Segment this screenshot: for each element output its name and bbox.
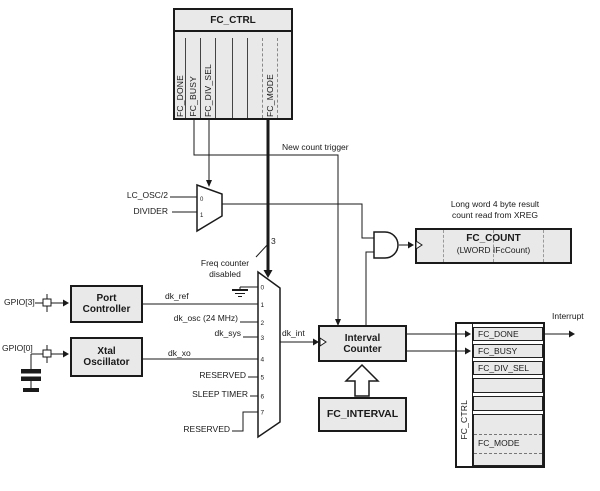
fc-ctrl-top-title: FC_CTRL: [175, 10, 291, 32]
fc-mode-divider-dashed: [474, 434, 542, 435]
byte-divider-dashed: [443, 230, 444, 262]
fc-count-text: FC_COUNT (LWORD IFcCount): [456, 233, 531, 255]
sleep-timer-label: SLEEP TIMER: [192, 389, 248, 399]
topbit-fc-div-sel: FC_DIV_SEL: [203, 63, 213, 117]
bitfield-divider: [215, 38, 216, 118]
main-clock-mux: [257, 270, 281, 439]
arrow-interrupt: [569, 330, 575, 338]
bitfield-divider: [200, 38, 201, 118]
fc-interval-block-arrow: [344, 363, 380, 397]
main-mux-num-2: 2: [261, 320, 265, 327]
dk-osc-label: dk_osc (24 MHz): [173, 313, 238, 323]
fc-mode-divider-dashed: [474, 453, 542, 454]
byte-divider-dashed: [493, 230, 494, 262]
bitfield-divider: [185, 38, 186, 118]
crystal-ground-bar: [23, 388, 39, 392]
stack-row-fc-done: FC_DONE: [473, 327, 543, 341]
dk-ref-label: dk_ref: [165, 291, 189, 301]
interval-counter-block: Interval Counter: [318, 325, 407, 362]
arrow-ref-mux-select: [206, 180, 212, 187]
fc-interval-register: FC_INTERVAL: [318, 397, 407, 432]
main-mux-num-7: 7: [261, 410, 265, 417]
ref-clock-mux: [196, 183, 223, 233]
fc-count-note: Long word 4 byte result count read from …: [450, 199, 540, 220]
main-mux-num-0: 0: [261, 285, 265, 292]
stack-side-divider: [472, 324, 473, 466]
arrow-gpio0: [63, 350, 69, 358]
lc-osc2-label: LC_OSC/2: [126, 190, 168, 200]
gpio0-label: GPIO[0]: [2, 343, 33, 353]
stack-row-empty: [473, 396, 543, 411]
and-lower-input-wire: [365, 251, 374, 325]
topbit-fc-busy: FC_BUSY: [188, 76, 198, 117]
arrow-gpio3: [63, 299, 69, 307]
bitfield-divider: [232, 38, 233, 118]
port-controller-block: Port Controller: [70, 285, 143, 323]
stack-row-fc-div-sel: FC_DIV_SEL: [473, 361, 543, 375]
bitfield-divider-dashed: [262, 38, 263, 118]
ref-mux-num-1: 1: [200, 213, 204, 219]
gpio0-pin-pad: [42, 349, 52, 358]
gpio3-label: GPIO[3]: [4, 297, 35, 307]
reserved5-label: RESERVED: [199, 370, 246, 380]
freq-disabled-note: Freq counter disabled: [200, 258, 250, 279]
xtal-oscillator-block: Xtal Oscillator: [70, 337, 143, 377]
divider-label: DIVIDER: [133, 206, 168, 216]
dk-int-label: dk_int: [282, 328, 305, 338]
and-gate: [373, 231, 399, 259]
ref-clock-wire: [222, 203, 374, 239]
stack-row-fc-mode-label: FC_MODE: [478, 438, 520, 448]
crystal-plate-top: [21, 369, 41, 374]
interrupt-label: Interrupt: [552, 311, 584, 321]
stack-row-empty: [473, 378, 543, 393]
gpio3-pin-pad: [42, 298, 52, 307]
topbit-fc-mode: FC_MODE: [265, 74, 275, 117]
byte-divider-dashed: [543, 230, 544, 262]
main-mux-num-5: 5: [261, 375, 265, 382]
fc-ctrl-top-register: FC_CTRL: [173, 8, 293, 120]
dk-xo-label: dk_xo: [168, 348, 191, 358]
main-mux-num-6: 6: [261, 394, 265, 401]
bus-width-label: 3: [271, 236, 276, 246]
arrow-main-mux-select: [263, 270, 273, 278]
bus-width-slash: [255, 242, 270, 258]
bitfield-divider-dashed: [277, 38, 278, 118]
main-mux-num-3: 3: [261, 335, 265, 342]
bitfield-divider: [247, 38, 248, 118]
dk-sys-label: dk_sys: [214, 328, 241, 338]
main-mux-num-1: 1: [261, 302, 265, 309]
stack-row-fc-busy: FC_BUSY: [473, 344, 543, 358]
new-count-trigger-label: New count trigger: [282, 142, 349, 152]
main-mux-num-4: 4: [261, 357, 265, 364]
stack-side-label: FC_CTRL: [459, 400, 469, 440]
fc-count-register: FC_COUNT (LWORD IFcCount): [415, 228, 572, 264]
ref-mux-num-0: 0: [200, 197, 204, 203]
mux-select-numbers: 0 1 0 1 2 3 4 5 6 7: [200, 197, 265, 417]
topbit-fc-done: FC_DONE: [175, 74, 185, 117]
crystal-plate-bottom: [21, 376, 41, 381]
reserved7-wire: [232, 411, 258, 432]
stack-row-fc-mode: FC_MODE: [473, 414, 543, 466]
arrow-into-fc-count: [408, 241, 414, 249]
reserved7-label: RESERVED: [183, 424, 230, 434]
